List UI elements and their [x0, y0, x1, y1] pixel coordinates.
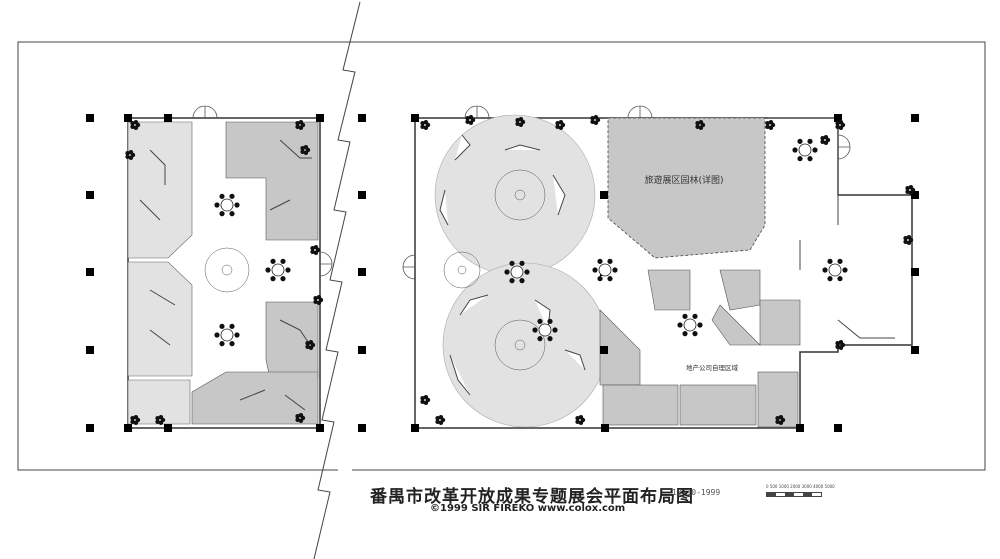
door-icon [192, 105, 218, 119]
plant-icon [590, 114, 601, 126]
column-marker [796, 424, 804, 432]
annex-partitions [799, 195, 895, 339]
column-marker [911, 114, 919, 122]
plant-icon [435, 414, 446, 426]
round-table-icon [792, 138, 818, 162]
plant-icon [515, 116, 526, 128]
right-radial-displays [443, 169, 546, 371]
scale-label: 0 500 1000 2000 3000 4000 5000 [766, 484, 835, 489]
column-marker [86, 114, 94, 122]
plant-icon [310, 244, 321, 256]
column-marker [316, 424, 324, 432]
plant-icon [420, 394, 431, 406]
copyright-line: ©1999 SIR FIREKO www.colox.com [430, 503, 626, 514]
column-marker [124, 114, 132, 122]
garden-label: 旅遊展区园林(详图) [644, 174, 723, 186]
plant-icon [905, 184, 916, 196]
left-radial-display [204, 247, 250, 293]
round-table-icon [504, 260, 530, 284]
column-marker [601, 424, 609, 432]
scale-bar: 0 500 1000 2000 3000 4000 5000 [766, 484, 835, 498]
door-icon [837, 134, 851, 160]
column-marker [600, 346, 608, 354]
left-partitions [139, 139, 312, 411]
plant-icon [765, 119, 776, 131]
door-icon [402, 254, 416, 280]
door-icon [627, 105, 653, 119]
plant-icon [775, 414, 786, 426]
column-marker [86, 424, 94, 432]
garden-zone [607, 117, 766, 259]
right-hall: 旅遊展区园林(详图) 地产公司自理区域 [402, 105, 913, 429]
plant-icon [295, 119, 306, 131]
door-icon [464, 105, 490, 119]
round-table-icon [677, 313, 703, 337]
plant-icon [835, 339, 846, 351]
plant-icon [295, 412, 306, 424]
left-zone-bottom-left [127, 261, 193, 377]
column-marker [358, 268, 366, 276]
column-marker [164, 114, 172, 122]
plant-icon [465, 114, 476, 126]
plant-icon [130, 119, 141, 131]
column-marker [164, 424, 172, 432]
round-table-icon [592, 258, 618, 282]
column-marker [600, 191, 608, 199]
plant-markers [125, 114, 916, 426]
column-marker [86, 191, 94, 199]
left-zone-bottom [191, 371, 319, 425]
plant-icon [155, 414, 166, 426]
left-zone-top-left [127, 121, 193, 259]
left-zone-bottom-strip [127, 379, 191, 425]
column-marker [124, 424, 132, 432]
realestate-label: 地产公司自理区域 [686, 363, 739, 372]
plan-date: 13-10-1999 [672, 488, 721, 497]
column-marker [911, 268, 919, 276]
plant-icon [555, 119, 566, 131]
round-table-icon [214, 323, 240, 347]
column-marker [411, 114, 419, 122]
column-marker [358, 424, 366, 432]
column-marker [911, 191, 919, 199]
plant-icon [125, 149, 136, 161]
column-marker [358, 346, 366, 354]
realestate-blocks [599, 269, 801, 428]
plant-icon [305, 339, 316, 351]
column-marker [834, 424, 842, 432]
plan-title: 番禺市改革开放成果专题展会平面布局图 [370, 487, 694, 507]
plant-icon [835, 119, 846, 131]
outer-frame [17, 41, 986, 471]
round-table-icon [532, 318, 558, 342]
plant-icon [575, 414, 586, 426]
plant-icon [130, 414, 141, 426]
plant-icon [695, 119, 706, 131]
column-marker [834, 114, 842, 122]
door-icon [319, 251, 333, 277]
plant-icon [820, 134, 831, 146]
column-marker [411, 424, 419, 432]
left-hall [127, 105, 333, 429]
table-markers [214, 138, 848, 347]
plant-icon [903, 234, 914, 246]
plant-icon [300, 144, 311, 156]
scale-graphic [766, 492, 822, 497]
round-table-icon [822, 258, 848, 282]
plant-icon [313, 294, 324, 306]
column-marker [911, 346, 919, 354]
column-marker [316, 114, 324, 122]
break-line [313, 1, 361, 559]
column-marker [86, 268, 94, 276]
column-marker [358, 191, 366, 199]
plant-icon [420, 119, 431, 131]
left-zone-mid-right [265, 301, 319, 379]
round-table-icon [214, 193, 240, 217]
column-marker [358, 114, 366, 122]
round-table-icon [265, 258, 291, 282]
column-marker [86, 346, 94, 354]
